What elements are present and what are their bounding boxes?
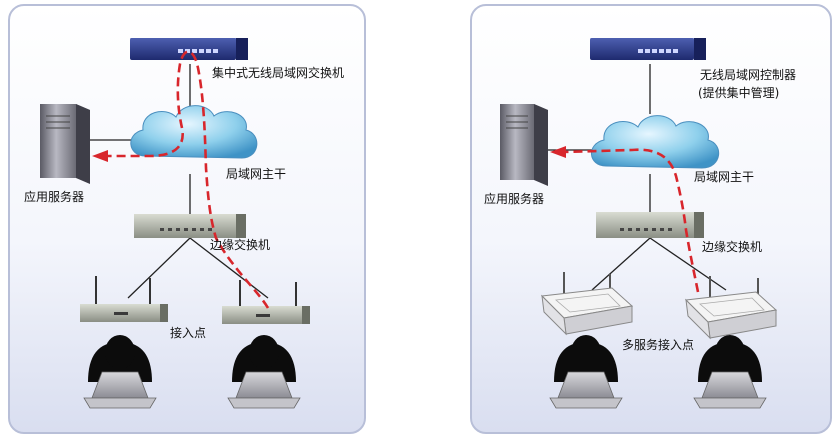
right-user-2 — [693, 335, 767, 409]
right-traffic-path — [550, 146, 700, 293]
right-backbone-cloud — [591, 115, 719, 169]
left-user-2 — [227, 335, 301, 409]
left-backbone-label: 局域网主干 — [226, 167, 287, 181]
right-backbone-label: 局域网主干 — [694, 170, 755, 184]
multiservice-ap-label: 多服务接入点 — [622, 338, 695, 352]
left-user-1 — [83, 335, 157, 409]
wlan-controller-sublabel: (提供集中管理) — [698, 86, 780, 100]
left-diagram-graphics — [40, 38, 310, 409]
left-access-point-2 — [222, 280, 310, 324]
right-wlan-controller — [590, 38, 706, 60]
left-access-point-1 — [80, 276, 168, 322]
right-edge-switch — [596, 212, 704, 238]
right-diagram-graphics — [500, 38, 778, 409]
wlan-controller-label: 无线局域网控制器 — [700, 68, 797, 82]
right-diagram-panel: 无线局域网控制器 (提供集中管理) 局域网主干 应用服务器 边缘交换机 多服务接… — [470, 4, 832, 434]
left-edge-switch-label: 边缘交换机 — [210, 238, 271, 252]
left-edge-switch — [134, 214, 246, 238]
right-edge-switch-label: 边缘交换机 — [702, 240, 763, 254]
left-central-switch — [130, 38, 248, 60]
left-backbone-cloud — [130, 105, 258, 159]
right-user-1 — [549, 335, 623, 409]
right-multiservice-ap-2 — [684, 276, 778, 340]
left-connection-lines — [90, 64, 269, 299]
access-point-label: 接入点 — [170, 326, 207, 340]
left-diagram-panel: 集中式无线局域网交换机 局域网主干 应用服务器 边缘交换机 接入点 — [8, 4, 366, 434]
right-server-label: 应用服务器 — [484, 192, 545, 206]
right-application-server — [500, 104, 548, 186]
left-traffic-path — [92, 50, 270, 309]
left-application-server — [40, 104, 90, 184]
left-server-label: 应用服务器 — [24, 190, 85, 204]
right-multiservice-ap-1 — [540, 272, 634, 336]
central-switch-label: 集中式无线局域网交换机 — [212, 66, 345, 80]
